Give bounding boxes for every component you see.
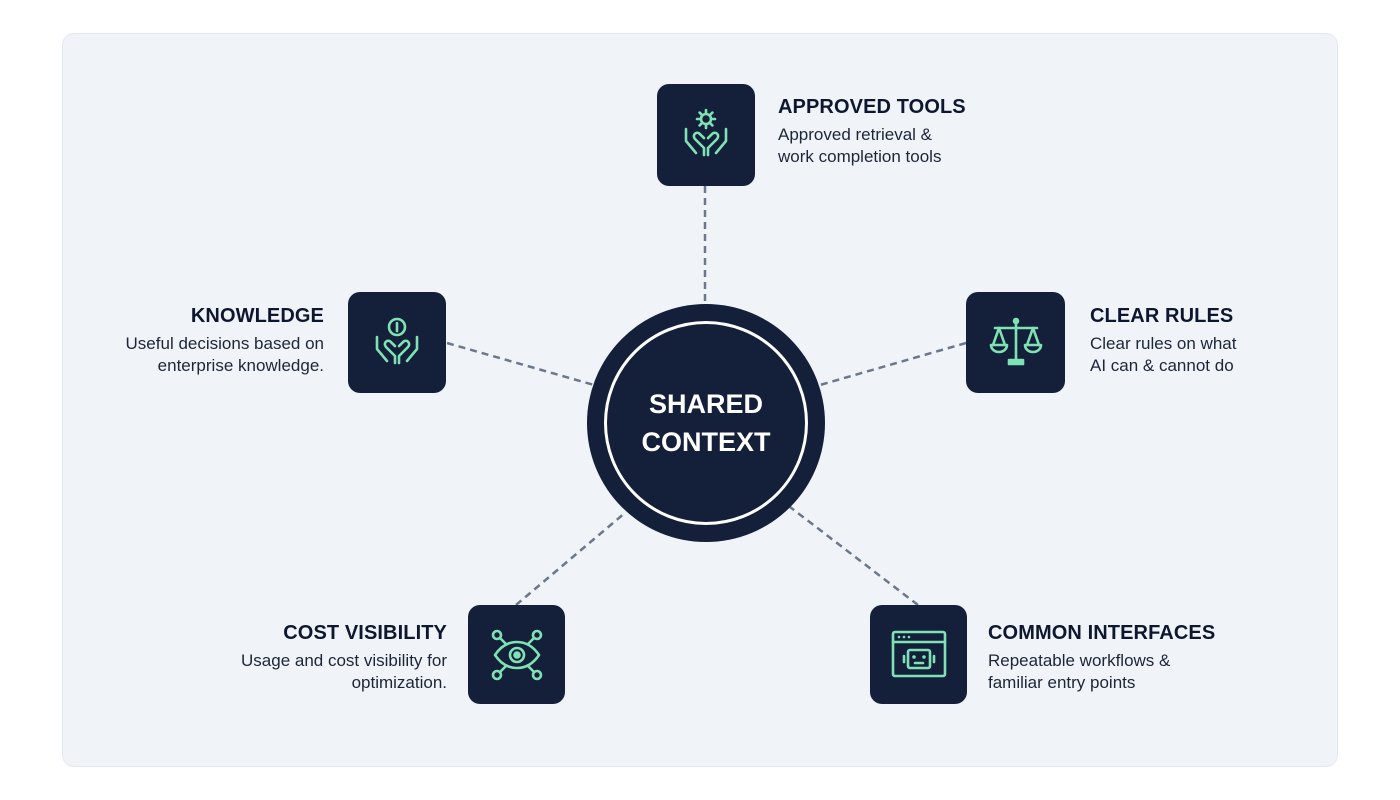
cost-visibility-label: COST VISIBILITY Usage and cost visibilit… bbox=[207, 621, 447, 694]
approved-tools-desc: Approved retrieval & work completion too… bbox=[778, 124, 966, 168]
knowledge-label: KNOWLEDGE Useful decisions based on ente… bbox=[98, 304, 324, 377]
hands-gear-icon bbox=[684, 108, 728, 157]
common-interfaces-desc-line2: familiar entry points bbox=[988, 673, 1136, 692]
clear-rules-tile bbox=[966, 292, 1065, 393]
clear-rules-title: CLEAR RULES bbox=[1090, 305, 1234, 327]
cost-visibility-desc-line1: Usage and cost visibility for bbox=[241, 651, 447, 670]
scales-icon bbox=[989, 317, 1042, 365]
common-interfaces-label: COMMON INTERFACES Repeatable workflows &… bbox=[988, 621, 1215, 694]
approved-tools-title: APPROVED TOOLS bbox=[778, 96, 966, 118]
connector-common-interfaces bbox=[789, 506, 919, 606]
cost-visibility-tile bbox=[468, 605, 565, 704]
hub-ring: SHARED CONTEXT bbox=[604, 321, 808, 525]
knowledge-desc-line1: Useful decisions based on bbox=[125, 334, 324, 353]
knowledge-tile bbox=[348, 292, 446, 393]
shared-context-hub: SHARED CONTEXT bbox=[587, 304, 825, 542]
common-interfaces-title: COMMON INTERFACES bbox=[988, 622, 1216, 644]
knowledge-desc-line2: enterprise knowledge. bbox=[157, 356, 324, 375]
hub-title-line1: SHARED bbox=[648, 389, 763, 419]
knowledge-title: KNOWLEDGE bbox=[190, 305, 324, 327]
browser-robot-icon bbox=[891, 630, 946, 677]
knowledge-desc: Useful decisions based on enterprise kno… bbox=[98, 333, 324, 377]
connector-clear-rules bbox=[819, 341, 967, 387]
approved-tools-tile bbox=[657, 84, 755, 186]
clear-rules-desc: Clear rules on what AI can & cannot do bbox=[1090, 333, 1236, 377]
cost-visibility-desc-line2: optimization. bbox=[351, 673, 447, 692]
hub-title: SHARED CONTEXT bbox=[621, 385, 791, 461]
hub-title-line2: CONTEXT bbox=[641, 427, 771, 457]
clear-rules-label: CLEAR RULES Clear rules on what AI can &… bbox=[1090, 304, 1236, 377]
cost-visibility-desc: Usage and cost visibility for optimizati… bbox=[207, 650, 447, 694]
clear-rules-desc-line2: AI can & cannot do bbox=[1090, 356, 1234, 375]
connector-knowledge bbox=[446, 341, 595, 387]
approved-tools-desc-line2: work completion tools bbox=[778, 147, 942, 166]
approved-tools-desc-line1: Approved retrieval & bbox=[778, 125, 933, 144]
common-interfaces-desc: Repeatable workflows & familiar entry po… bbox=[988, 650, 1215, 694]
eye-network-icon bbox=[491, 629, 542, 680]
common-interfaces-desc-line1: Repeatable workflows & bbox=[988, 651, 1171, 670]
cost-visibility-title: COST VISIBILITY bbox=[283, 622, 447, 644]
connector-cost-visibility bbox=[515, 511, 627, 606]
clear-rules-desc-line1: Clear rules on what bbox=[1090, 334, 1237, 353]
hands-coin-icon bbox=[375, 317, 419, 364]
common-interfaces-tile bbox=[870, 605, 967, 704]
approved-tools-label: APPROVED TOOLS Approved retrieval & work… bbox=[778, 95, 966, 168]
